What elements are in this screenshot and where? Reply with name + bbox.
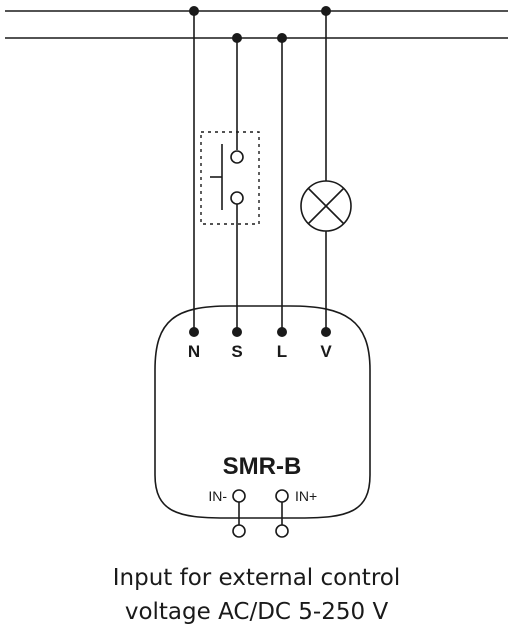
pushbutton-contact-top [230, 150, 244, 164]
input-plus-external-contact [275, 524, 289, 538]
terminal-s [232, 327, 242, 337]
l-rail-junction [277, 33, 287, 43]
lamp-cross-b [307, 187, 345, 225]
device-model-label: SMR-B [223, 453, 302, 480]
input-minus-label: IN- [208, 488, 227, 504]
terminal-label-v: V [320, 342, 332, 361]
input-plus-label: IN+ [295, 488, 317, 504]
caption-line-2: voltage AC/DC 5-250 V [124, 599, 389, 625]
terminal-label-n: N [188, 342, 200, 361]
terminal-n [189, 327, 199, 337]
input-minus-terminal [232, 489, 246, 503]
pushbutton-enclosure [200, 131, 260, 225]
terminal-v [321, 327, 331, 337]
terminal-label-s: S [231, 342, 242, 361]
input-plus-terminal [275, 489, 289, 503]
caption-line-1: Input for external control [112, 565, 401, 591]
n-rail-junction [189, 6, 199, 16]
pushbutton-contact-bottom [230, 191, 244, 205]
device-body [154, 305, 371, 519]
s-rail-junction [232, 33, 242, 43]
input-minus-external-contact [232, 524, 246, 538]
v-rail-junction [321, 6, 331, 16]
terminal-l [277, 327, 287, 337]
terminal-label-l: L [277, 342, 287, 361]
